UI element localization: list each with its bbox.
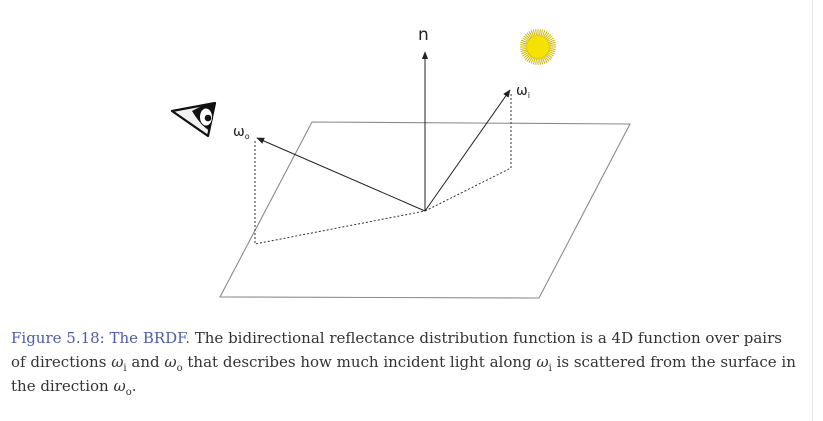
caption-text-5: . <box>131 377 137 395</box>
caption-math-omega-i-1: ωi <box>111 353 127 374</box>
incident-projection-dotted <box>424 94 512 212</box>
outgoing-label-symbol: ω <box>233 124 245 140</box>
caption-math-omega-i-2: ωi <box>536 353 552 374</box>
caption-text-1: The bidirectional reflectance distributi… <box>11 329 782 371</box>
outgoing-projection-dotted <box>254 141 426 245</box>
caption-math-omega-o-2: ωo <box>113 377 132 398</box>
figure-caption: Figure 5.18: The BRDF. The bidirectional… <box>11 326 801 398</box>
caption-math-omega-o-1: ωo <box>164 353 183 374</box>
incident-vector <box>424 89 511 212</box>
outgoing-label: ωo <box>233 124 250 141</box>
page-edge-rule <box>812 0 813 421</box>
caption-figure-label: Figure 5.18: The BRDF. <box>11 329 190 347</box>
normal-label: n <box>418 25 429 45</box>
caption-text-2: and <box>126 353 165 371</box>
caption-text-4: is scattered from the surface in the dir… <box>11 353 796 395</box>
outgoing-vector <box>256 137 426 212</box>
sun-icon <box>520 29 556 65</box>
brdf-diagram: n ωi ωo <box>170 25 631 299</box>
caption-text-3: that describes how much incident light a… <box>182 353 537 371</box>
incident-label-subscript: i <box>528 91 530 100</box>
incident-label-symbol: ω <box>516 83 528 99</box>
incident-label: ωi <box>516 83 530 100</box>
surface-plane <box>219 121 631 299</box>
outgoing-label-subscript: o <box>245 132 250 141</box>
eye-icon <box>170 101 217 138</box>
